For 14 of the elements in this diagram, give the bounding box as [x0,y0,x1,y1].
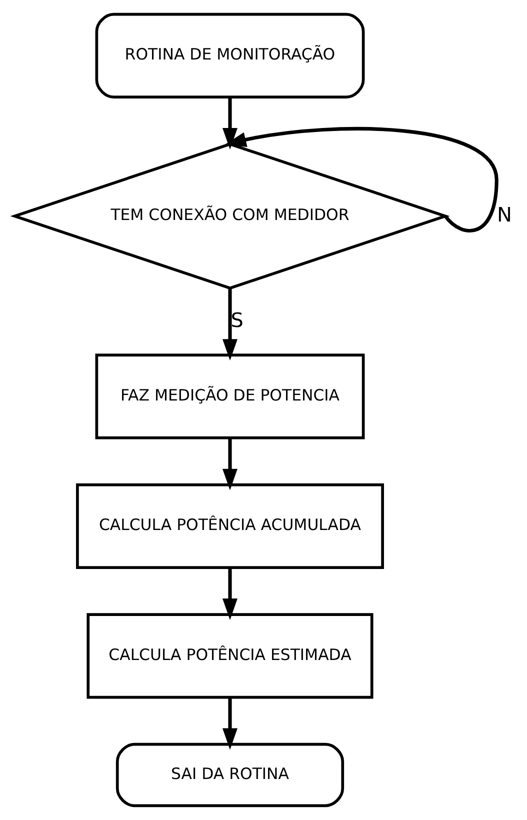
arrow [222,568,238,620]
node-box: CALCULA POTÊNCIA ACUMULADA [76,483,384,569]
node-box: SAI DA ROTINA [116,742,344,808]
arrow [222,697,238,750]
edge-label: N [496,202,512,226]
arrow [222,438,238,490]
node-box: FAZ MEDIÇÃO DE POTENCIA [95,354,365,440]
node-box: CALCULA POTÊNCIA ESTIMADA [86,613,374,699]
arrow [224,127,498,232]
node-box: ROTINA DE MONITORAÇÃO [95,12,365,98]
node-diamond: TEM CONEXÃO COM MEDIDOR [10,142,450,290]
edge-label: S [230,308,244,332]
arrow [222,97,238,150]
arrow [222,288,238,360]
